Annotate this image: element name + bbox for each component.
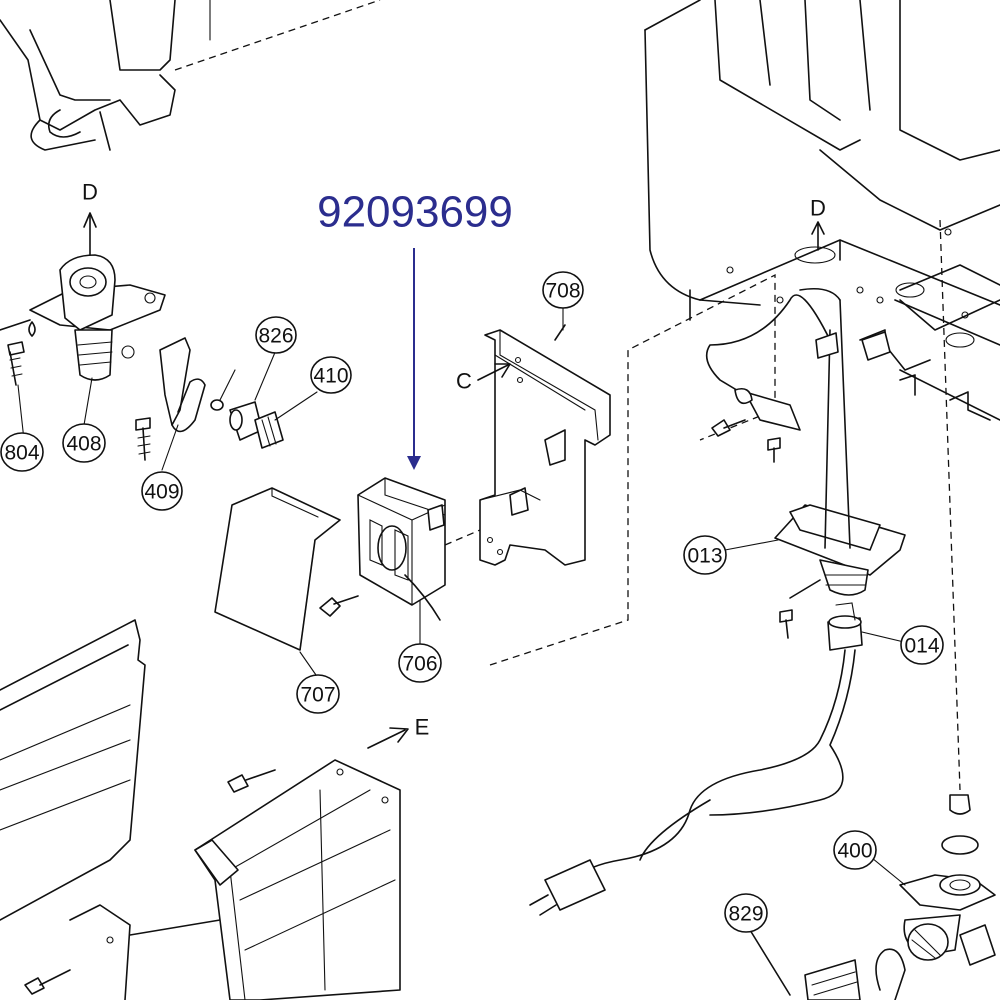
callout-829[interactable]: 829 <box>724 893 768 933</box>
callout-826[interactable]: 826 <box>255 316 297 354</box>
view-letter-c: C <box>456 369 472 394</box>
part-706-terminal-box <box>357 477 481 621</box>
callout-829-label: 829 <box>728 903 763 926</box>
callout-804[interactable]: 804 <box>0 432 44 472</box>
callout-leaders <box>17 304 906 886</box>
callout-706[interactable]: 706 <box>398 643 442 683</box>
group-boundary <box>489 273 776 666</box>
screws-right <box>711 419 821 639</box>
highlight-part-number: 92093699 <box>317 188 513 237</box>
callout-400[interactable]: 400 <box>833 830 877 870</box>
screws-left <box>0 319 151 461</box>
callout-708-label: 708 <box>545 280 580 303</box>
control-box-assembly <box>194 727 409 1000</box>
callout-014-label: 014 <box>904 635 939 658</box>
power-cord <box>529 649 856 916</box>
part-409-clip <box>159 337 206 433</box>
wire-harness <box>705 287 891 431</box>
part-707-cover <box>214 487 341 651</box>
view-letter-d-right: D <box>810 196 826 221</box>
callout-409-label: 409 <box>144 481 179 504</box>
part-408-valve <box>29 212 166 381</box>
top-left-frame-assembly <box>0 0 381 151</box>
callout-013[interactable]: 013 <box>683 535 727 575</box>
callout-013-label: 013 <box>687 545 722 568</box>
callout-408[interactable]: 408 <box>62 423 106 463</box>
view-letter-d-left: D <box>82 180 98 205</box>
callout-400-label: 400 <box>837 840 872 863</box>
part-410-fitting <box>229 401 284 449</box>
arrow-d-right <box>811 221 825 251</box>
callout-409[interactable]: 409 <box>141 471 183 511</box>
cabinet-assembly <box>644 0 1000 791</box>
callout-706-label: 706 <box>402 653 437 676</box>
part-829-strainer <box>749 929 861 1000</box>
bottom-left-panel <box>0 619 221 1000</box>
part-708-bracket <box>477 324 611 566</box>
callout-826-label: 826 <box>258 325 293 348</box>
part-400-valve <box>875 794 996 1000</box>
callout-410-label: 410 <box>313 365 348 388</box>
callout-408-label: 408 <box>66 433 101 456</box>
screw-706 <box>319 595 359 617</box>
highlight-arrow <box>407 248 421 470</box>
part-013-grommet <box>774 299 906 596</box>
callout-707-label: 707 <box>300 684 335 707</box>
callout-410[interactable]: 410 <box>310 356 352 394</box>
callout-014[interactable]: 014 <box>900 625 944 665</box>
part-826-oring <box>210 399 224 411</box>
callout-708[interactable]: 708 <box>542 271 584 309</box>
callout-804-label: 804 <box>4 442 39 465</box>
callout-707[interactable]: 707 <box>296 674 340 714</box>
part-014-nut <box>827 602 863 651</box>
view-letter-e: E <box>415 715 430 740</box>
screw-bottom-left <box>24 969 71 995</box>
